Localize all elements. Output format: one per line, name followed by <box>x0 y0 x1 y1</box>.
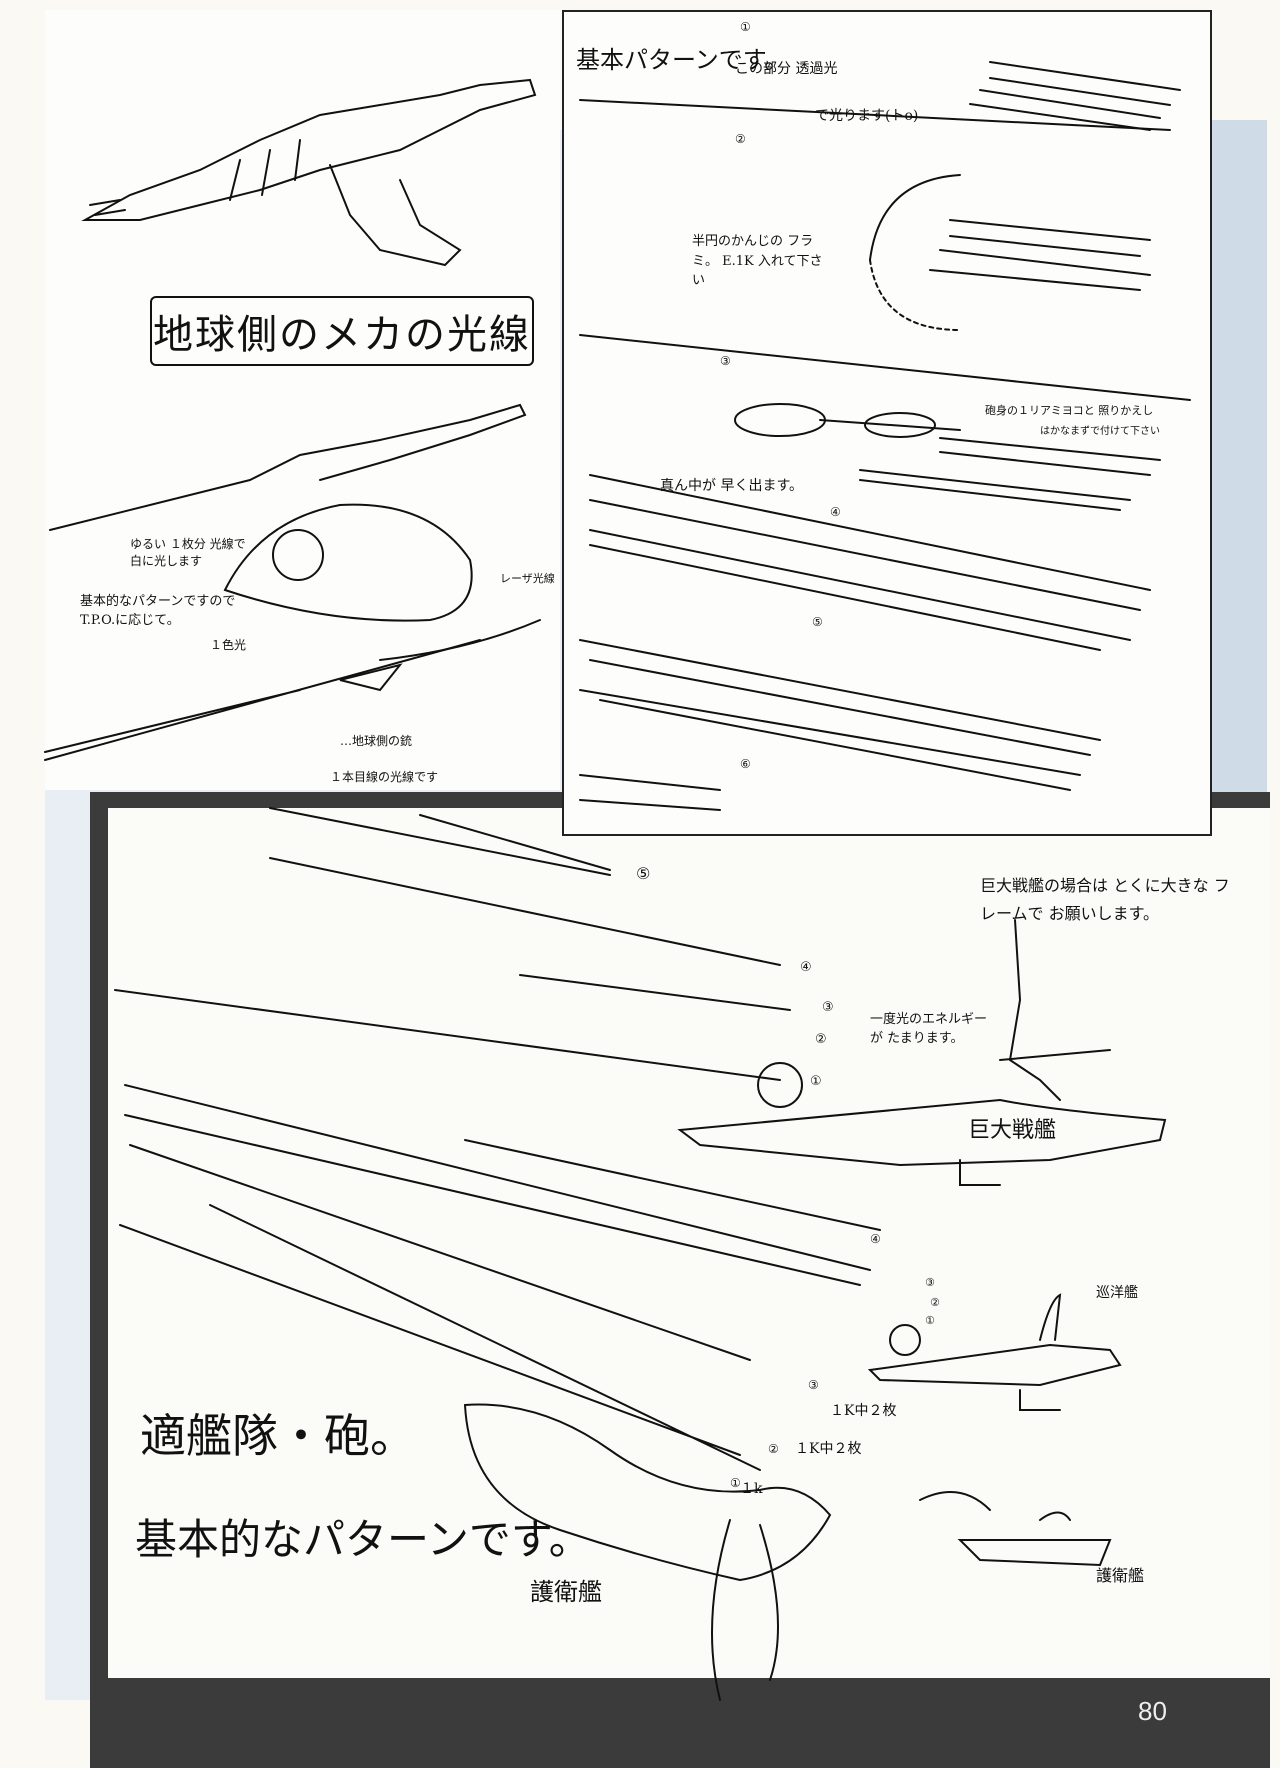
bottom-beams <box>114 807 881 1471</box>
beam-pattern-1 <box>579 61 1181 131</box>
step-marker: ① <box>925 1314 935 1327</box>
step-marker: ③ <box>822 1000 834 1015</box>
step-marker: ③ <box>808 1378 819 1392</box>
step-marker: ④ <box>800 960 812 975</box>
step-marker: ④ <box>870 1232 881 1246</box>
beam-pattern-5 <box>579 639 1101 811</box>
step-marker: ② <box>768 1442 779 1456</box>
escort-label-left: 護衛艦 <box>530 1578 602 1606</box>
step-marker: ⑤ <box>636 864 651 883</box>
step-marker: ⑥ <box>740 757 751 771</box>
step-marker: ② <box>815 1032 827 1047</box>
big-battleship-label: 巨大戦艦 <box>968 1118 1057 1143</box>
note-first-beam: １本目線の光線です <box>330 770 439 784</box>
step-marker: ④ <box>830 505 841 519</box>
mecha-drawing <box>44 403 541 761</box>
top-right-heading: 基本パターンです。 <box>576 46 789 74</box>
note-basic-pattern: 基本的なパターンですので T.P.O.に応じて。 <box>80 594 236 628</box>
step-marker: ③ <box>925 1276 935 1289</box>
note-one-color: １色光 <box>210 638 247 652</box>
step-marker: ① <box>740 20 751 34</box>
note-attach: はかなまずで付けて下さい <box>1040 426 1160 437</box>
note-energy-charge: 一度光のエネルギーが たまります。 <box>870 1012 988 1046</box>
frame-count-note: １K中２枚 <box>830 1403 897 1419</box>
top-left-sketch-panel <box>45 10 560 790</box>
bottom-sketch-panel <box>108 808 1270 1678</box>
cruiser-label: 巡洋艦 <box>1096 1285 1138 1301</box>
gun-drawing <box>81 78 537 267</box>
step-marker: ① <box>730 1476 741 1490</box>
note-barrel-reflection: 砲身の１リアミヨコと 照りかえし <box>985 404 1154 417</box>
step-marker: ⑤ <box>812 615 823 629</box>
step-marker: ② <box>735 132 746 146</box>
escort-ships <box>463 1403 1112 1701</box>
top-left-title: 地球側のメカの光線 <box>150 296 534 366</box>
note-earth-gun: …地球側の銃 <box>340 734 413 748</box>
enemy-fleet-heading: 適艦隊・砲。 <box>140 1409 416 1463</box>
page-number: 80 <box>1138 1696 1167 1726</box>
note-middle-first: 真ん中が 早く出ます。 <box>660 478 804 494</box>
note-semicircle-flash: 半円のかんじの フラミ。 E.1K 入れて下さい <box>692 234 823 288</box>
note-big-ship-frames: 巨大戦艦の場合は とくに大きな フレームで お願いします。 <box>980 876 1230 923</box>
step-marker: ① <box>810 1074 822 1089</box>
note-soft-beam: ゆるい １枚分 光線で白に光します <box>130 537 246 568</box>
beam-pattern-2 <box>579 174 1191 401</box>
note-glow: で光ります(トo) <box>815 108 919 124</box>
step-marker: ③ <box>720 354 731 368</box>
note-laser: レーザ光線 <box>500 572 555 585</box>
beam-pattern-4 <box>589 474 1151 651</box>
beam-pattern-3 <box>734 403 1161 511</box>
big-battleship <box>677 919 1167 1186</box>
frame-count-note: １K中２枚 <box>795 1441 862 1457</box>
cruiser-ship <box>867 1293 1122 1411</box>
step-marker: ② <box>930 1296 940 1309</box>
frame-count-note: １k <box>740 1481 763 1497</box>
basic-pattern-heading: 基本的なパターンです。 <box>135 1515 591 1564</box>
escort-label-right: 護衛艦 <box>1096 1566 1145 1585</box>
note-transmitted-light: この部分 透過光 <box>735 61 838 77</box>
